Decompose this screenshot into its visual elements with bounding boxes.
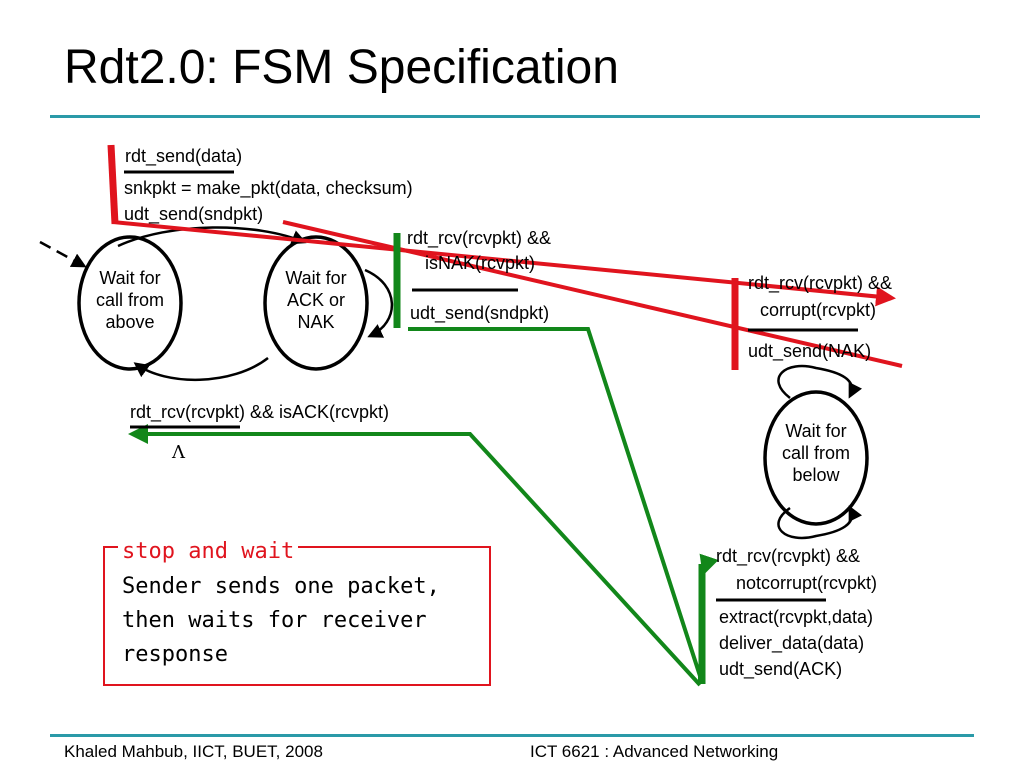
event-corrupt-line1: rdt_rcv(rcvpkt) &&: [748, 273, 893, 293]
action-lambda: Λ: [172, 442, 185, 463]
event-notcorrupt-line2: notcorrupt(rcvpkt): [736, 573, 878, 593]
state-wait-call-above: [77, 235, 183, 371]
action-deliver-data: deliver_data(data): [719, 633, 865, 653]
red-packet-line: [112, 220, 896, 307]
note-title: stop and wait: [118, 539, 299, 565]
action-nak-resend: udt_send(sndpkt): [410, 303, 550, 323]
green-arrow-notcorrupt: [699, 553, 719, 576]
action-make-pkt: snkpkt = make_pkt(data, checksum): [124, 178, 413, 198]
action-send-ack: udt_send(ACK): [719, 659, 843, 679]
note-line: then waits for receiver: [122, 608, 427, 633]
selfloop-nak: [364, 268, 394, 338]
event-nak-line2: isNAK(rcvpkt): [425, 253, 536, 273]
state-label-wait-call-above: Wait for call from above: [95, 268, 164, 332]
slide-title: Rdt2.0: FSM Specification: [64, 41, 619, 94]
state-label-wait-ack-nak: Wait for ACK or NAK: [285, 268, 347, 332]
footer-course: ICT 6621 : Advanced Networking: [530, 742, 779, 761]
footer-divider: [50, 734, 974, 737]
action-send-nak: udt_send(NAK): [748, 341, 872, 361]
state-wait-call-below: [763, 390, 869, 526]
selfloop-corrupt: [777, 364, 863, 399]
selfloop-notcorrupt: [777, 505, 863, 540]
green-nak-return: [470, 329, 588, 432]
note-line: response: [122, 642, 228, 667]
title-divider: [50, 115, 980, 118]
footer-author: Khaled Mahbub, IICT, BUET, 2008: [64, 742, 323, 761]
event-notcorrupt-line1: rdt_rcv(rcvpkt) &&: [716, 546, 861, 566]
transition-ack: [133, 357, 269, 382]
event-rdt-send: rdt_send(data): [125, 146, 243, 166]
green-ack-arrow: [128, 424, 702, 687]
note-line: Sender sends one packet,: [122, 574, 440, 599]
event-corrupt-line2: corrupt(rcvpkt): [760, 300, 877, 320]
event-is-ack: rdt_rcv(rcvpkt) && isACK(rcvpkt): [130, 402, 390, 422]
event-nak-line1: rdt_rcv(rcvpkt) &&: [407, 228, 552, 248]
state-label-wait-call-below: Wait for call from below: [781, 421, 850, 485]
state-wait-ack-nak: [263, 235, 369, 371]
transition-send-data: [117, 226, 307, 248]
action-udt-send-sndpkt: udt_send(sndpkt): [124, 204, 264, 224]
action-extract: extract(rcvpkt,data): [719, 607, 874, 627]
note-body: Sender sends one packet, then waits for …: [122, 570, 482, 672]
initial-arrow: [39, 240, 87, 268]
red-cross-line: [282, 220, 903, 368]
red-bar-send: [107, 144, 119, 225]
